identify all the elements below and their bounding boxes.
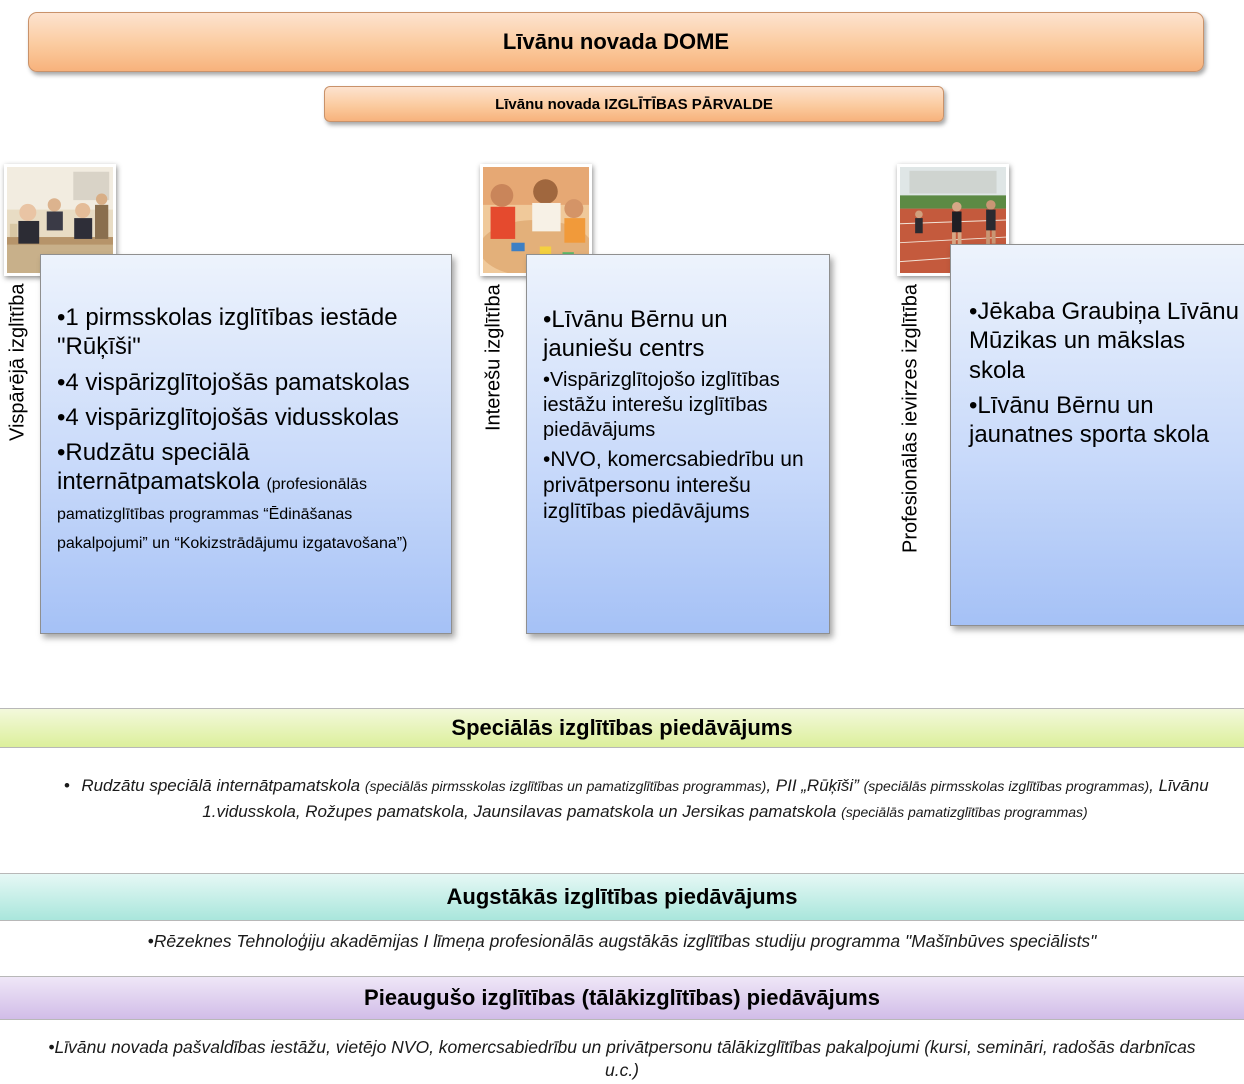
- list-item: •Jēkaba Graubiņa Līvānu Mūzikas un māksl…: [969, 298, 1239, 384]
- higher-education-header: Augstākās izglītības piedāvājums: [0, 873, 1244, 921]
- general-education-box: •1 pirmsskolas izglītības iestāde "Rūķīš…: [40, 254, 452, 634]
- general-education-list: •1 pirmsskolas izglītības iestāde "Rūķīš…: [57, 303, 437, 555]
- interest-education-box: •Līvānu Bērnu un jauniešu centrs •Vispār…: [526, 254, 830, 634]
- list-item-note: (profesionālās pamatizglītības programma…: [57, 476, 408, 552]
- council-banner: Līvānu novada DOME: [28, 12, 1204, 72]
- interest-education-label: Interešu izglītība: [482, 284, 505, 431]
- education-board-title: Līvānu novada IZGLĪTĪBAS PĀRVALDE: [495, 95, 773, 113]
- education-board-banner: Līvānu novada IZGLĪTĪBAS PĀRVALDE: [324, 86, 944, 122]
- special-education-text: • Rudzātu speciālā internātpamatskola (s…: [60, 773, 1230, 824]
- special-bullet: •: [64, 776, 70, 795]
- list-item: •4 vispārizglītojošās pamatskolas: [57, 368, 410, 396]
- list-item: •4 vispārizglītojošās vidusskolas: [57, 403, 399, 431]
- adult-education-text: •Līvānu novada pašvaldības iestāžu, viet…: [48, 1037, 1196, 1080]
- list-item: •NVO, komercsabiedrību un privātpersonu …: [543, 447, 804, 524]
- interest-education-list: •Līvānu Bērnu un jauniešu centrs •Vispār…: [543, 305, 819, 525]
- vocational-education-label: Profesionālās ievirzes izglītība: [899, 284, 922, 554]
- higher-education-text: •Rēzeknes Tehnoloģiju akadēmijas I līmeņ…: [147, 931, 1097, 951]
- list-item: •Līvānu Bērnu un jauniešu centrs: [543, 306, 728, 363]
- council-title: Līvānu novada DOME: [502, 29, 730, 54]
- vocational-education-box: •Jēkaba Graubiņa Līvānu Mūzikas un māksl…: [950, 244, 1244, 626]
- list-item: •1 pirmsskolas izglītības iestāde "Rūķīš…: [57, 304, 398, 361]
- list-item: •Rudzātu speciālā internātpamatskola (pr…: [57, 439, 408, 552]
- list-item: •Vispārizglītojošo izglītības iestāžu in…: [543, 368, 780, 441]
- special-education-header: Speciālās izglītības piedāvājums: [0, 708, 1244, 748]
- adult-education-header: Pieaugušo izglītības (tālākizglītības) p…: [0, 976, 1244, 1020]
- list-item: •Līvānu Bērnu un jaunatnes sporta skola: [969, 391, 1210, 449]
- vocational-education-list: •Jēkaba Graubiņa Līvānu Mūzikas un māksl…: [969, 297, 1239, 449]
- general-education-label: Vispārējā izglītība: [6, 284, 29, 442]
